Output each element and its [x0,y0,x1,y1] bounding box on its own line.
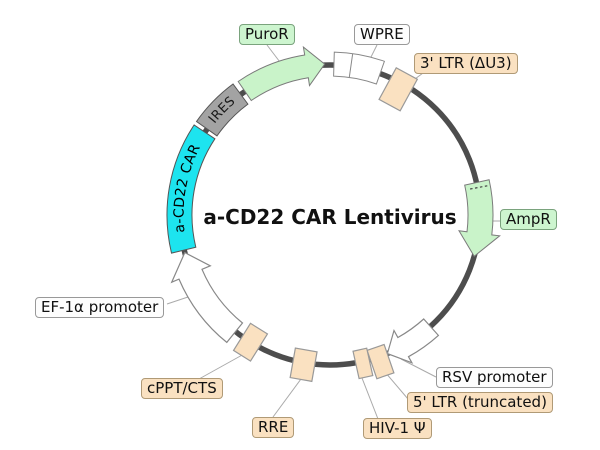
feature-3ltr-box [378,66,419,112]
feature-ef1a-arrow [170,251,244,344]
plasmid-title: a-CD22 CAR Lentivirus [203,205,457,229]
leader-rsv [400,358,437,378]
feature-cppt-box [232,322,269,362]
label-3ltr: 3' LTR (ΔU3) [414,53,518,74]
feature-wpre-block [333,51,386,85]
leader-cppt [198,353,245,380]
label-hiv-psi: HIV-1 Ψ [363,418,432,439]
feature-ampr-arrow [458,179,501,258]
feature-hiv-psi-box [352,347,374,380]
leader-hiv [361,377,379,420]
leader-ef1a [166,295,192,305]
label-5ltr: 5' LTR (truncated) [407,392,553,413]
label-cppt: cPPT/CTS [141,378,223,399]
feature-puror-arrow [237,45,326,102]
label-ampr: AmpR [500,209,557,230]
leader-wpre [369,44,378,60]
feature-ires-arc [195,83,249,137]
wpre-segment-divider [348,53,354,78]
label-puror: PuroR [239,24,295,45]
feature-5ltr-box [366,343,395,380]
feature-car-arc [166,124,216,254]
leader-rre [272,378,302,418]
ampr-truncation-dotted-line [468,185,488,190]
feature-rre-box [289,347,318,383]
label-rsv: RSV promoter [436,367,553,388]
feature-boxes [232,66,419,383]
label-wpre: WPRE [354,24,410,45]
label-rre: RRE [252,417,295,438]
feature-rsv-arrow [386,318,440,364]
leader-5ltr [384,371,409,400]
label-ef1a: EF-1α promoter [35,297,165,318]
